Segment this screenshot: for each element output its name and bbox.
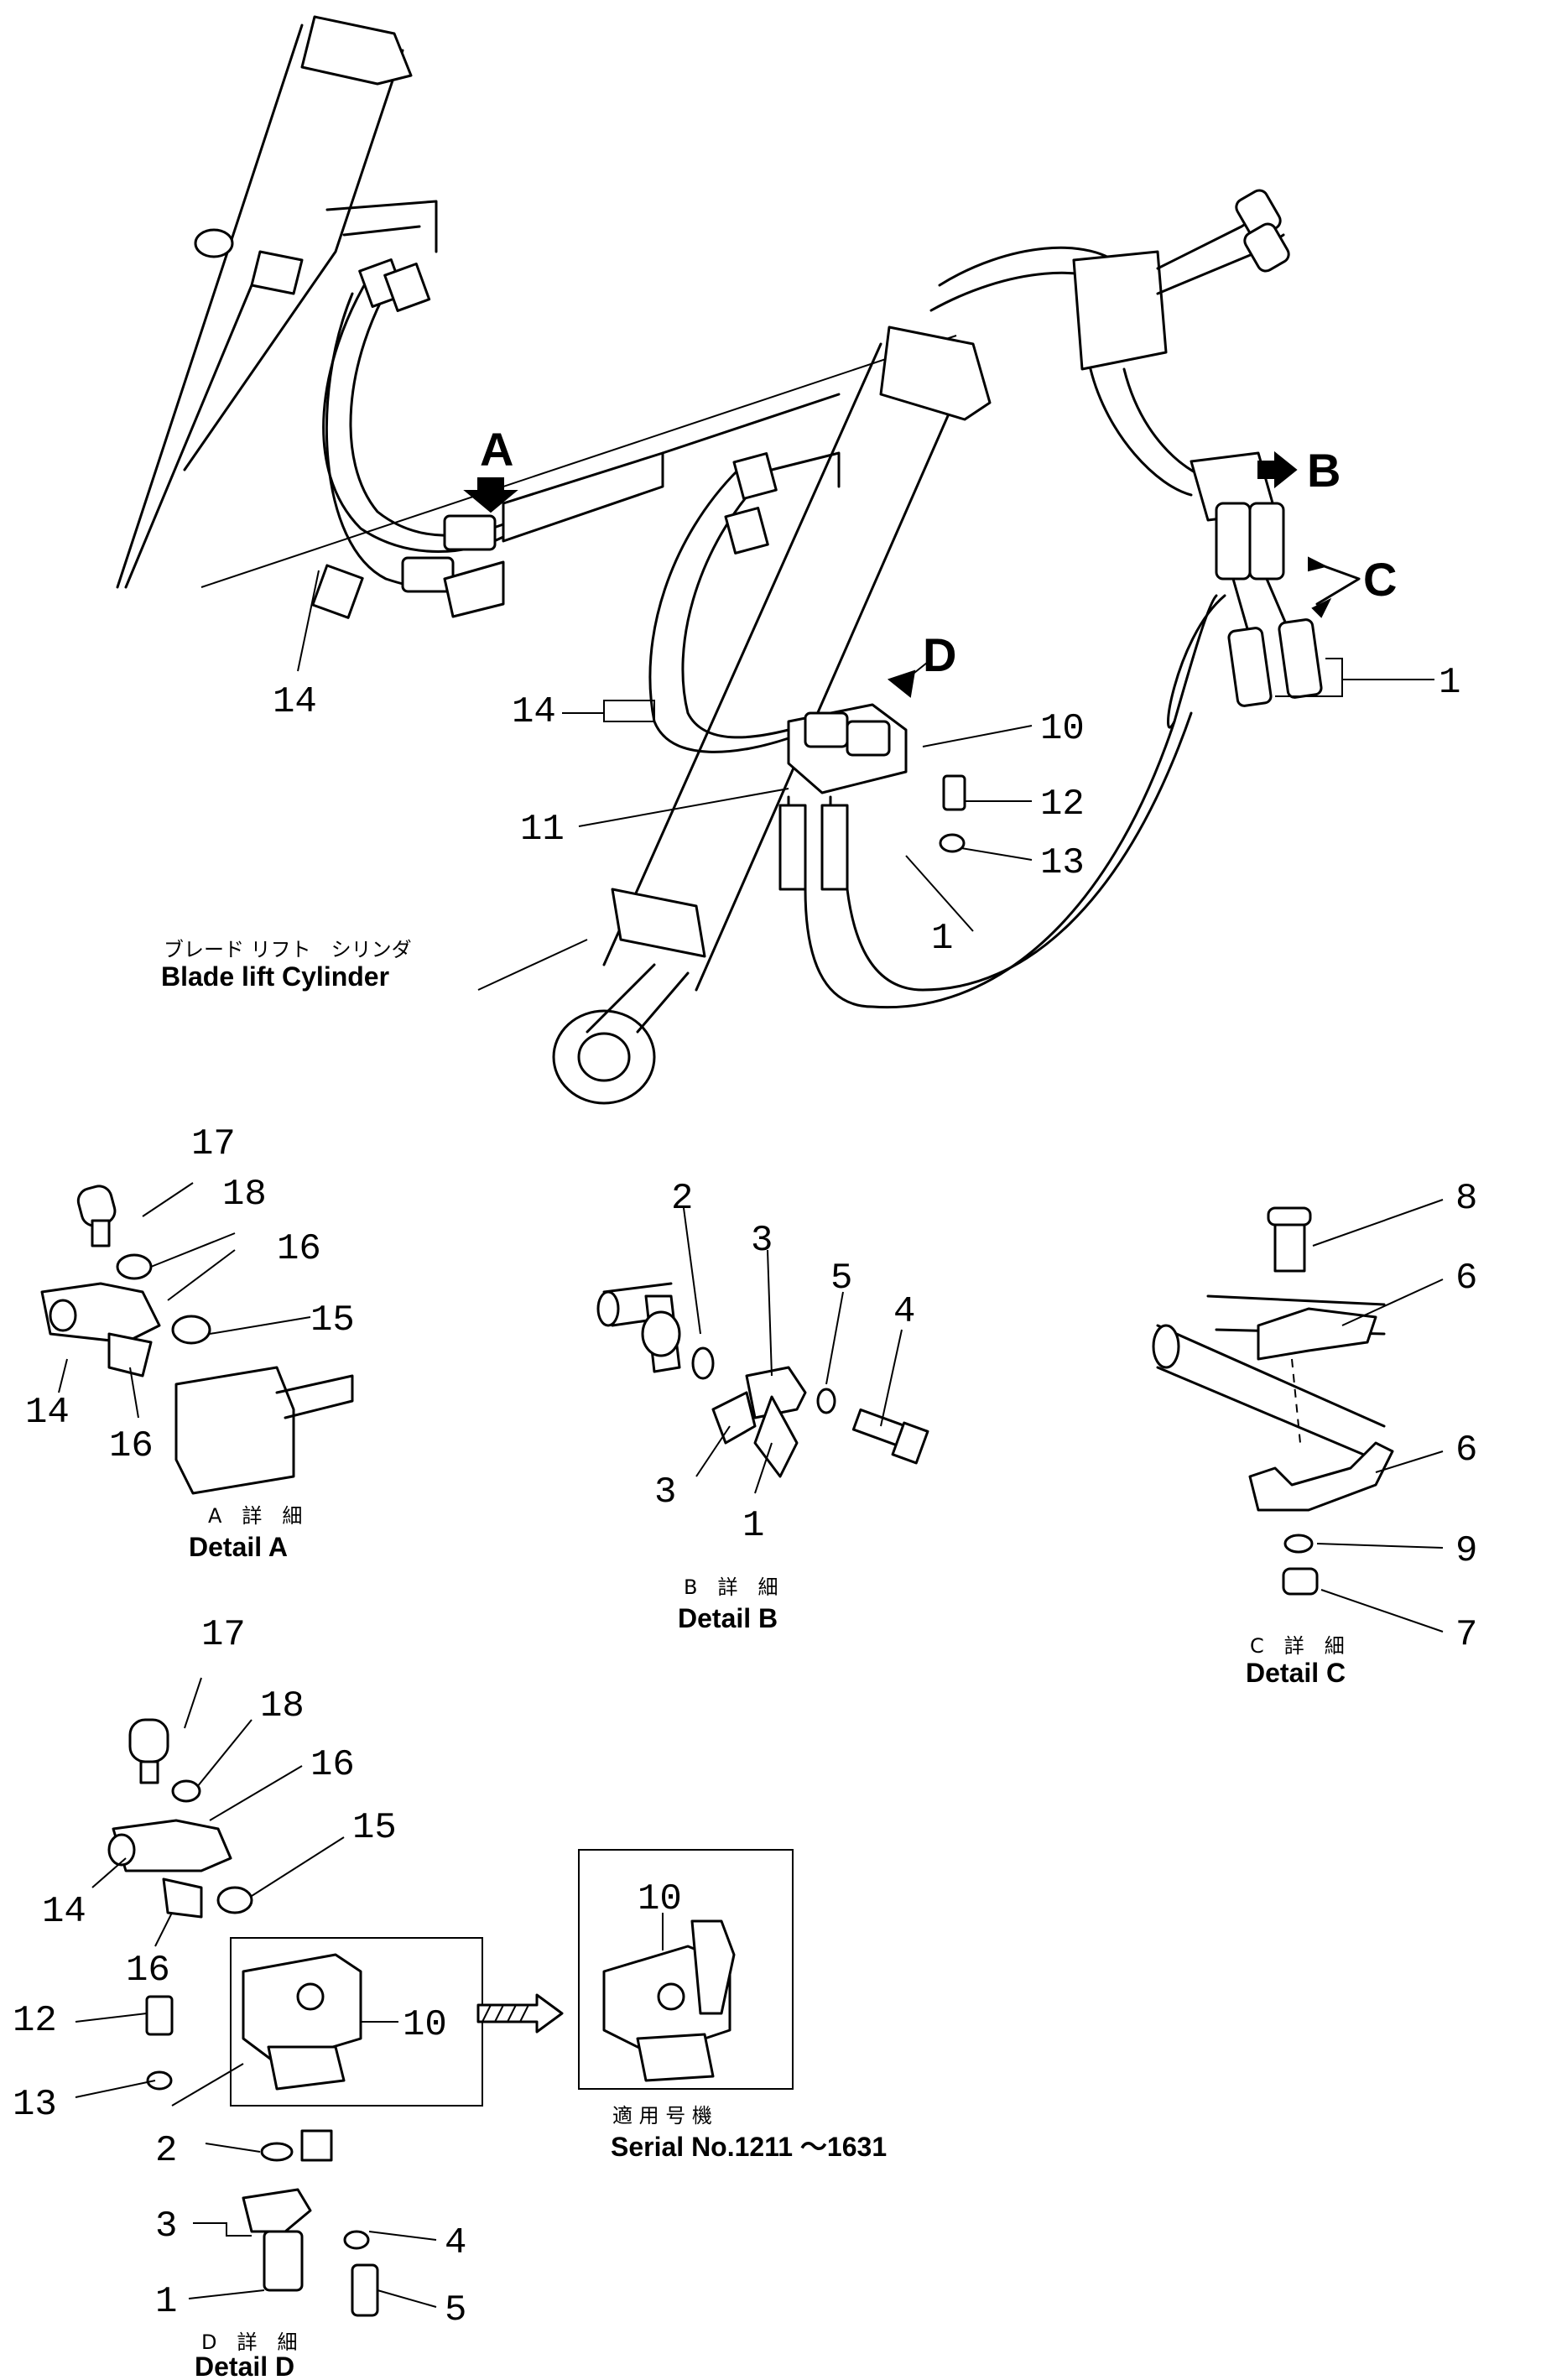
detail-d-label-1: 1 (155, 2281, 177, 2323)
callout-bracket: 11 (520, 809, 565, 851)
arrow-a-icon (463, 477, 518, 513)
detail-d-label-3: 3 (155, 2206, 177, 2247)
detail-c-label-6-bottom: 6 (1455, 1430, 1477, 1471)
hose-group-a (311, 200, 841, 619)
arrow-c-icon (1311, 560, 1361, 606)
detail-d-label-18: 18 (260, 1685, 305, 1727)
detail-a-label-18: 18 (222, 1174, 267, 1216)
detail-a-label-17: 17 (191, 1123, 236, 1165)
detail-d-label-10: 10 (403, 2004, 447, 2046)
detail-d-caption-en: Detail D (195, 2351, 294, 2380)
main-assembly: A B C D 14 14 10 11 12 13 1 1 ブレード リフト シ… (116, 15, 1460, 1105)
detail-d-label-13: 13 (13, 2084, 57, 2126)
leaders-main (297, 570, 1434, 991)
detail-d-label-16-bottom: 16 (126, 1950, 170, 1992)
blade-lift-cylinder (552, 325, 992, 1105)
detail-b-label-2: 2 (671, 1178, 693, 1220)
detail-a-label-16-bottom: 16 (109, 1425, 154, 1467)
detail-c: 8 6 6 9 7 C 詳 細 Detail C (1152, 1178, 1477, 1688)
detail-d-label-15: 15 (352, 1807, 397, 1849)
callout-elbow-d: 1 (931, 918, 953, 960)
detail-a-label-14: 14 (25, 1392, 70, 1434)
detail-c-caption-jp: C 詳 細 (1250, 1634, 1345, 1658)
cylinder-label-en: Blade lift Cylinder (161, 961, 389, 992)
arrow-a-label: A (480, 423, 513, 476)
hose-group-d (648, 451, 1218, 1009)
callout-bolt: 12 (1040, 784, 1085, 825)
view-arrows (463, 450, 1361, 698)
callout-elbow-c: 1 (1439, 662, 1460, 704)
arrow-b-icon (1257, 450, 1298, 489)
detail-d-caption-jp: D 詳 細 (201, 2331, 297, 2354)
valve-block (929, 189, 1323, 729)
detail-a-label-15: 15 (310, 1299, 355, 1341)
arrow-d-label: D (923, 628, 956, 681)
detail-b-label-3-bottom: 3 (654, 1471, 676, 1513)
detail-d-label-2: 2 (155, 2130, 177, 2172)
detail-b-caption-jp: B 詳 細 (684, 1575, 778, 1599)
detail-b: 2 3 5 4 3 1 B 詳 細 Detail B (596, 1178, 929, 1633)
arrow-c-label: C (1363, 553, 1397, 606)
detail-d-label-17: 17 (201, 1614, 246, 1656)
detail-a-caption-jp: A 詳 細 (208, 1504, 302, 1528)
detail-b-label-3-top: 3 (751, 1220, 773, 1262)
detail-d-label-16-top: 16 (310, 1744, 355, 1786)
detail-b-caption-en: Detail B (678, 1603, 778, 1633)
detail-a: 17 18 16 15 14 16 A 詳 細 Detail A (25, 1123, 355, 1562)
detail-c-label-9: 9 (1455, 1530, 1477, 1572)
detail-d-label-4: 4 (445, 2222, 466, 2264)
callout-hose-left: 14 (273, 681, 317, 723)
detail-d-label-5: 5 (445, 2289, 466, 2331)
detail-d-label-12: 12 (13, 2000, 57, 2042)
centerline (200, 335, 957, 588)
detail-a-caption-en: Detail A (189, 1532, 288, 1562)
detail-b-label-4: 4 (893, 1291, 915, 1333)
serial-box-label-10: 10 (638, 1878, 682, 1920)
detail-a-label-16-top: 16 (277, 1228, 321, 1270)
upper-cylinder (116, 15, 413, 589)
detail-c-caption-en: Detail C (1246, 1658, 1346, 1688)
callout-hose-mid: 14 (512, 691, 556, 733)
cylinder-label-jp: ブレード リフト シリンダ (164, 938, 412, 961)
arrow-d-icon (887, 662, 928, 698)
serial-caption-jp: 適 用 号 機 (612, 2104, 712, 2127)
detail-d: 17 18 16 15 14 16 12 10 13 2 3 4 1 5 D 詳… (13, 1614, 483, 2380)
detail-c-label-7: 7 (1455, 1614, 1477, 1656)
callout-block: 10 (1040, 708, 1085, 750)
detail-c-label-8: 8 (1455, 1178, 1477, 1220)
arrow-b-label: B (1307, 444, 1341, 497)
detail-b-label-5: 5 (830, 1258, 852, 1299)
replacement-arrow-icon (476, 1993, 564, 2034)
callout-washer: 13 (1040, 842, 1085, 884)
serial-caption-en: Serial No.1211 ～1631 (611, 2132, 887, 2162)
serial-box: 10 適 用 号 機 Serial No.1211 ～1631 (476, 1849, 887, 2162)
detail-b-label-1: 1 (742, 1505, 764, 1547)
detail-c-label-6-top: 6 (1455, 1258, 1477, 1299)
detail-d-label-14: 14 (42, 1891, 86, 1933)
